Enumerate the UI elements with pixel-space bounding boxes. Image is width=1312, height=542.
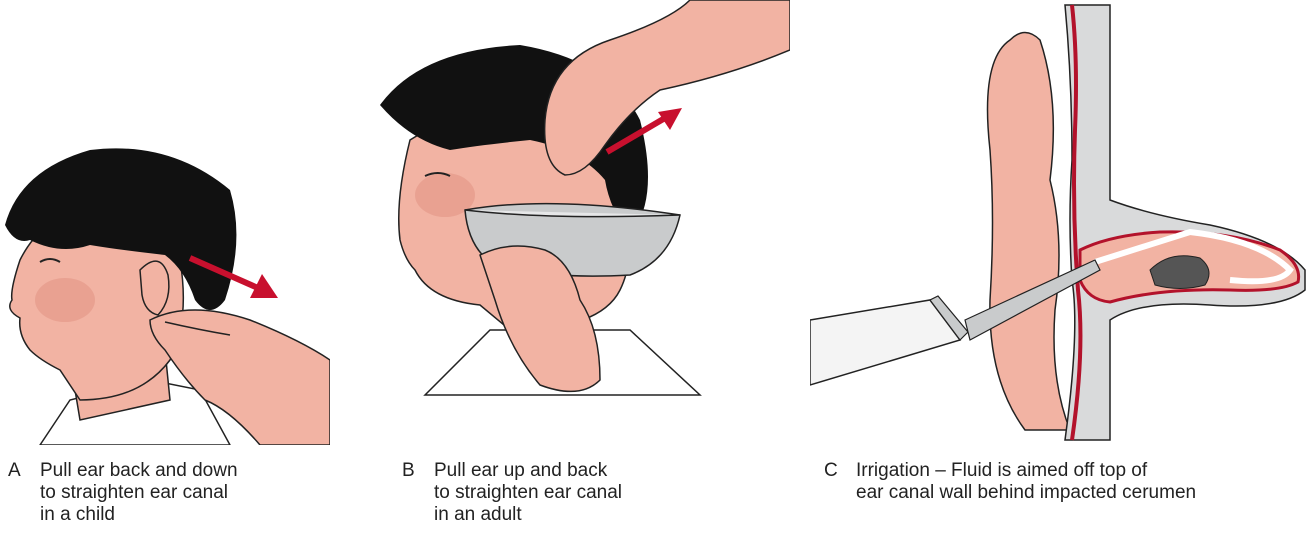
caption-b-line-1: Pull ear up and back xyxy=(434,460,622,482)
caption-a-line-3: in a child xyxy=(40,504,238,526)
caption-a-letter: A xyxy=(8,460,22,526)
irrigation-cross-section-illustration xyxy=(810,0,1312,445)
caption-c: C Irrigation – Fluid is aimed off top of… xyxy=(824,460,1196,504)
panel-a: A Pull ear back and down to straighten e… xyxy=(0,0,330,542)
adult-ear-illustration xyxy=(370,0,790,445)
panel-b: B Pull ear up and back to straighten ear… xyxy=(370,0,790,542)
caption-a: A Pull ear back and down to straighten e… xyxy=(8,460,238,526)
caption-c-line-2: ear canal wall behind impacted cerumen xyxy=(856,482,1196,504)
caption-c-letter: C xyxy=(824,460,838,504)
caption-b-line-2: to straighten ear canal xyxy=(434,482,622,504)
caption-a-line-2: to straighten ear canal xyxy=(40,482,238,504)
caption-b: B Pull ear up and back to straighten ear… xyxy=(402,460,622,526)
caption-b-letter: B xyxy=(402,460,416,526)
caption-c-line-1: Irrigation – Fluid is aimed off top of xyxy=(856,460,1196,482)
child-ear-illustration xyxy=(0,0,330,445)
caption-a-line-1: Pull ear back and down xyxy=(40,460,238,482)
panel-c: C Irrigation – Fluid is aimed off top of… xyxy=(810,0,1312,542)
caption-b-line-3: in an adult xyxy=(434,504,622,526)
